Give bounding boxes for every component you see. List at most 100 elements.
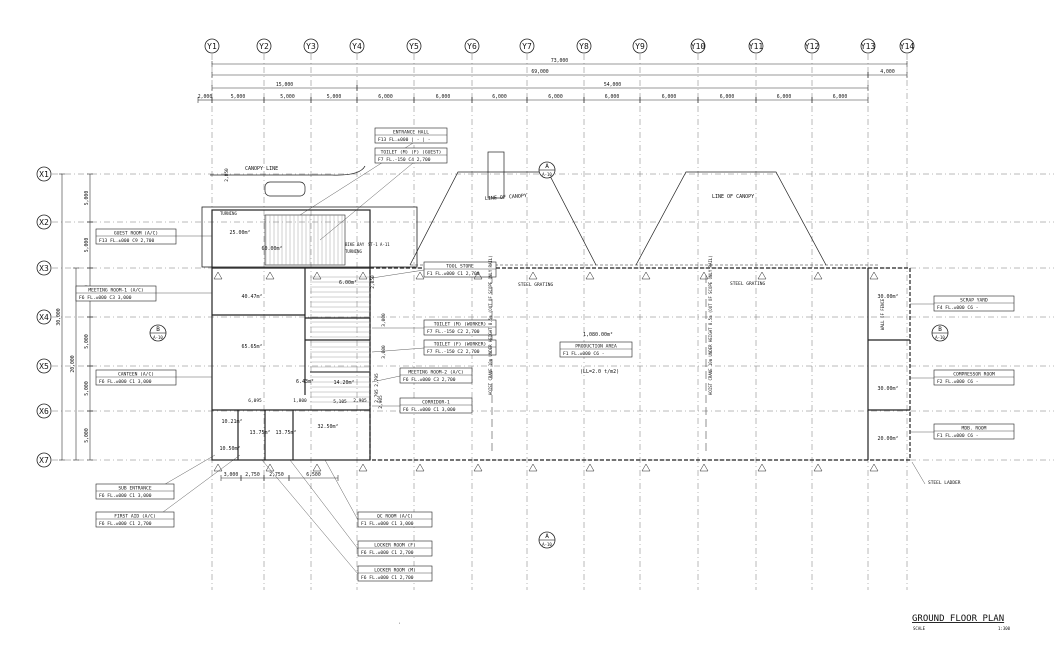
dimension-bay: 5,000 bbox=[327, 94, 342, 100]
window-marker bbox=[699, 463, 709, 472]
room-name: CANTEEN (A/C) bbox=[118, 372, 154, 378]
dimension-left-row: 5,000 bbox=[84, 191, 90, 206]
window-marker bbox=[415, 463, 425, 472]
window-marker bbox=[585, 271, 595, 280]
room-spec: F6 FL.±000 C1 3,000 bbox=[99, 379, 152, 385]
room-tag-box bbox=[933, 423, 1015, 440]
dimension-lines bbox=[59, 61, 934, 575]
grid-label-y5: Y5 bbox=[409, 42, 419, 51]
room-name: MEETING ROOM-2 (A/C) bbox=[408, 370, 463, 376]
dimension-left-sub: 20,000 bbox=[70, 355, 76, 372]
section-marker: BA-10 bbox=[149, 324, 167, 342]
window-marker bbox=[358, 463, 368, 472]
room-tag-box bbox=[423, 261, 497, 278]
grid-bubble-circle bbox=[36, 358, 52, 374]
room-name: TOILET (F) (WORKER) bbox=[434, 342, 487, 348]
room-spec: F7 FL.-150 C2 2,700 bbox=[427, 329, 480, 335]
room-tag-box bbox=[95, 228, 177, 245]
dimension-left-row: 5,000 bbox=[84, 428, 90, 443]
column-bubble: Y5 bbox=[406, 38, 422, 54]
building-structure bbox=[201, 151, 911, 461]
room-tag: FIRST AID (A/C)F6 FL.±000 C1 2,700 bbox=[95, 511, 175, 528]
grid-label-y6: Y6 bbox=[467, 42, 477, 51]
grid-label-y12: Y12 bbox=[805, 42, 820, 51]
column-bubble: Y14 bbox=[899, 38, 915, 54]
section-marker: A A-10 bbox=[538, 161, 556, 179]
grid-bubble-circle bbox=[36, 260, 52, 276]
car-symbol bbox=[264, 181, 306, 197]
annotations: CANOPY LINE LINE OF CANOPY LINE OF CANOP… bbox=[220, 166, 961, 486]
dimension-interior: 2,850 bbox=[224, 168, 230, 182]
room-spec: F6 FL.±000 C1 3,000 bbox=[403, 407, 456, 413]
grid-label-y1: Y1 bbox=[207, 42, 217, 51]
dimension-overall: 73,000 bbox=[551, 58, 568, 64]
canopy-truss-left bbox=[409, 171, 597, 266]
grid-label-y7: Y7 bbox=[522, 42, 532, 51]
window-marker bbox=[213, 271, 223, 280]
room-tag-box bbox=[423, 339, 497, 356]
room-tag: QC ROOM (A/C)F1 FL.±000 C1 3,000 bbox=[357, 511, 433, 528]
window-marker bbox=[312, 271, 322, 280]
grid-bubble-circle bbox=[303, 38, 319, 54]
room-tag-box bbox=[933, 369, 1015, 386]
dimension-interior: 2,050 bbox=[370, 275, 376, 289]
room-spec: F6 FL.±000 C1 3,000 bbox=[99, 493, 152, 499]
section-letter: A bbox=[545, 163, 549, 170]
grid-bubble-circle bbox=[804, 38, 820, 54]
dimension-bottom: 6,500 bbox=[306, 472, 321, 478]
grid-label-y3: Y3 bbox=[306, 42, 316, 51]
room-spec: F1 FL.±000 C6 - bbox=[937, 433, 979, 439]
room-tag: TOILET (M) (F) (GUEST)F7 FL.-150 C4 2,70… bbox=[374, 147, 448, 164]
room-name: ENTRANCE HALL bbox=[393, 130, 429, 136]
grid-label-x7: X7 bbox=[39, 456, 49, 465]
room-area: 65.65m² bbox=[241, 344, 262, 350]
window-marker bbox=[641, 463, 651, 472]
room-name: LOCKER ROOM (M) bbox=[374, 568, 416, 574]
section-letter: B bbox=[156, 326, 160, 333]
window-marker bbox=[699, 271, 709, 280]
column-bubble: Y12 bbox=[804, 38, 820, 54]
wall-fence-note: WALL OF FENCE bbox=[880, 298, 885, 330]
office-block-outline bbox=[211, 209, 371, 461]
window-marker bbox=[641, 271, 651, 280]
column-bubble: Y2 bbox=[256, 38, 272, 54]
room-spec: F7 FL.-150 C4 2,700 bbox=[378, 157, 431, 163]
turning-note: TURNING bbox=[220, 211, 237, 216]
section-sheet: A-10 bbox=[542, 172, 552, 177]
grid-label-y13: Y13 bbox=[861, 42, 876, 51]
dimension-left-row: 5,000 bbox=[84, 381, 90, 396]
steel-grating-note: STEEL GRATING bbox=[730, 281, 766, 287]
dimension-interior: 3,000 bbox=[381, 345, 387, 359]
room-area: 13.75m² bbox=[275, 430, 296, 436]
bike-bay-note: BIKE BAY bbox=[345, 242, 365, 247]
row-bubble: X3 bbox=[36, 260, 52, 276]
room-area: 1,080.00m² bbox=[583, 332, 613, 338]
room-spec: F6 FL.±000 C3 3,000 bbox=[79, 295, 132, 301]
scale-label: SCALE bbox=[913, 626, 926, 631]
dimension-total: 69,000 bbox=[531, 69, 548, 75]
grid-label-y14: Y14 bbox=[900, 42, 915, 51]
leader-line bbox=[371, 375, 401, 383]
leader-line bbox=[911, 461, 926, 485]
grid-bubble-circle bbox=[256, 38, 272, 54]
column-bubble: Y11 bbox=[748, 38, 764, 54]
grid-bubble-circle bbox=[36, 214, 52, 230]
hatching bbox=[265, 215, 370, 403]
grid-bubble-circle bbox=[748, 38, 764, 54]
room-name: CORRIDOR-1 bbox=[422, 400, 450, 406]
room-tag-box bbox=[399, 397, 473, 414]
grid-label-x5: X5 bbox=[39, 362, 49, 371]
grid-label-x2: X2 bbox=[39, 218, 49, 227]
room-tag-box bbox=[374, 147, 448, 164]
section-marker: BA-10 bbox=[931, 324, 949, 342]
stair bbox=[264, 214, 346, 266]
grid-bubble-circle bbox=[632, 38, 648, 54]
column-bubble: Y6 bbox=[464, 38, 480, 54]
leader-line bbox=[324, 459, 359, 521]
row-bubble: X1 bbox=[36, 166, 52, 182]
room-tag-box bbox=[423, 319, 497, 336]
